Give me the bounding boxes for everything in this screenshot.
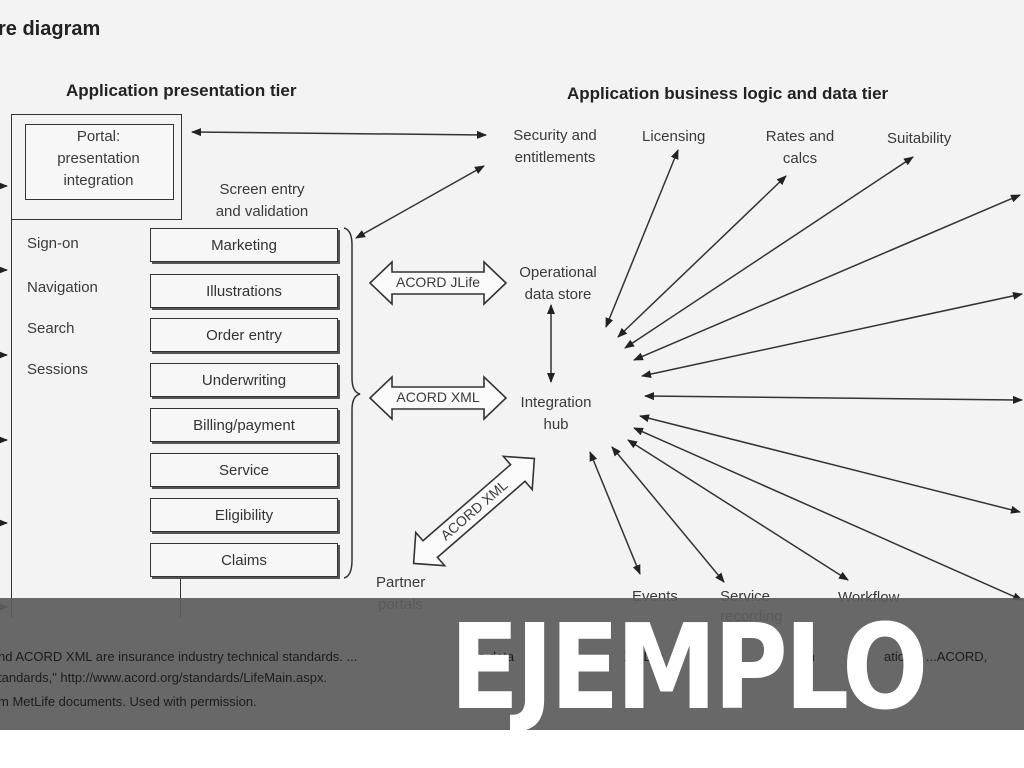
service-licensing: Licensing (642, 128, 706, 145)
footnote-3: m MetLife documents. Used with permissio… (0, 694, 257, 709)
heading-business-tier: Application business logic and data tier (567, 84, 889, 103)
portal-label-2: presentation (57, 150, 140, 167)
security-label-1: Security and (513, 127, 597, 144)
arrow-right-5 (633, 427, 1023, 601)
service-suitability: Suitability (887, 130, 952, 147)
footnote-1a: nd ACORD XML are insurance industry tech… (0, 649, 358, 664)
hub-label-2: hub (543, 416, 569, 433)
left-item-search: Search (27, 320, 75, 337)
arrow-licensing (605, 149, 679, 328)
security-label-2: entitlements (514, 149, 596, 166)
screen-entry-label-2: and validation (215, 203, 309, 220)
screens-brace (343, 227, 361, 579)
left-item-sessions: Sessions (27, 361, 88, 378)
heading-presentation-tier: Application presentation tier (66, 81, 297, 100)
banner-title: EJEMPLO (449, 598, 928, 736)
screen-illustrations: Illustrations (150, 274, 338, 308)
left-item-sign-on: Sign-on (27, 235, 79, 252)
portal-outer-box (11, 114, 182, 220)
arrow-events (589, 451, 641, 575)
screen-marketing: Marketing (150, 228, 338, 262)
ods-label-1: Operational (519, 264, 597, 281)
arrow-workflow (627, 439, 849, 581)
acord-xml-arrow (368, 375, 508, 421)
hub-label-1: Integration (520, 394, 592, 411)
arrow-suitability (624, 156, 914, 349)
screen-entry-label-1: Screen entry (219, 181, 305, 198)
arrow-service-recording (611, 446, 725, 583)
arrow-rates (617, 175, 787, 338)
service-rates-1: Rates and (765, 128, 835, 145)
arrow-portal-security (191, 128, 487, 139)
partner-label-1: Partner (376, 574, 426, 591)
bottom-strip (0, 730, 1024, 768)
screen-service: Service (150, 453, 338, 487)
left-column-border (11, 218, 12, 618)
screen-eligibility: Eligibility (150, 498, 338, 532)
left-item-navigation: Navigation (27, 279, 98, 296)
arrow-right-3 (644, 392, 1023, 404)
arrow-security-screens (355, 165, 485, 239)
arrow-right-2 (641, 291, 1023, 379)
page-title: re diagram (0, 18, 101, 40)
footnote-1e: ations. ...ACORD, (884, 649, 988, 664)
acord-xml-diag-arrow (412, 455, 536, 567)
footnote-2: tandards," http://www.acord.org/standard… (0, 670, 328, 685)
acord-xml-label: ACORD XML (396, 389, 480, 405)
portal-label-1: Portal: (76, 128, 121, 145)
screen-billing-payment: Billing/payment (150, 408, 338, 442)
acord-jlife-arrow (368, 260, 508, 306)
service-rates-2: calcs (782, 150, 818, 167)
footnote-1c: XML is (624, 649, 664, 664)
arrow-right-1 (633, 194, 1021, 361)
banner-band (0, 598, 1024, 730)
arrow-right-4 (639, 414, 1021, 514)
screen-claims: Claims (150, 543, 338, 577)
ods-label-2: data store (524, 286, 592, 303)
screen-order-entry: Order entry (150, 318, 338, 352)
footnote-1b: a data (478, 649, 515, 664)
acord-jlife-label: ACORD JLife (395, 274, 481, 290)
portal-label-3: integration (63, 172, 134, 189)
screen-underwriting: Underwriting (150, 363, 338, 397)
footnote-1d: r m (796, 649, 815, 664)
portal-box (25, 124, 174, 200)
